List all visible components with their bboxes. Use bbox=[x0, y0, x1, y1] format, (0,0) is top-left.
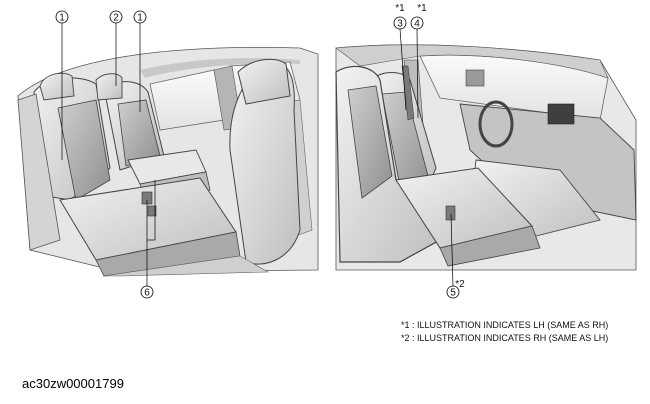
callout-label: 3 bbox=[397, 19, 403, 30]
callout-4: *1 4 bbox=[410, 3, 427, 119]
footnote-1: *1 : ILLUSTRATION INDICATES LH (SAME AS … bbox=[401, 320, 609, 330]
callout-label: 5 bbox=[450, 288, 456, 299]
callout-label: 1 bbox=[137, 13, 143, 24]
callout-mark: *2 bbox=[455, 279, 465, 290]
callout-3: *1 3 bbox=[393, 3, 407, 111]
callout-1-right: 1 bbox=[133, 10, 147, 112]
callout-label: 4 bbox=[414, 19, 420, 30]
image-id: ac30zw00001799 bbox=[22, 376, 124, 391]
callout-mark: *1 bbox=[417, 3, 427, 14]
callout-label: 1 bbox=[59, 13, 65, 24]
callout-label: 6 bbox=[144, 288, 150, 299]
callout-mark: *1 bbox=[395, 3, 405, 14]
rear-cabin-view bbox=[17, 47, 319, 277]
callout-6: 6 bbox=[140, 180, 156, 299]
callout-5: *2 5 bbox=[446, 213, 465, 299]
front-cabin-view bbox=[335, 44, 637, 271]
footnote-2: *2 : ILLUSTRATION INDICATES RH (SAME AS … bbox=[401, 333, 609, 343]
callout-2: 2 bbox=[109, 10, 123, 86]
callout-label: 2 bbox=[113, 13, 119, 24]
callout-1-left: 1 bbox=[55, 10, 69, 160]
